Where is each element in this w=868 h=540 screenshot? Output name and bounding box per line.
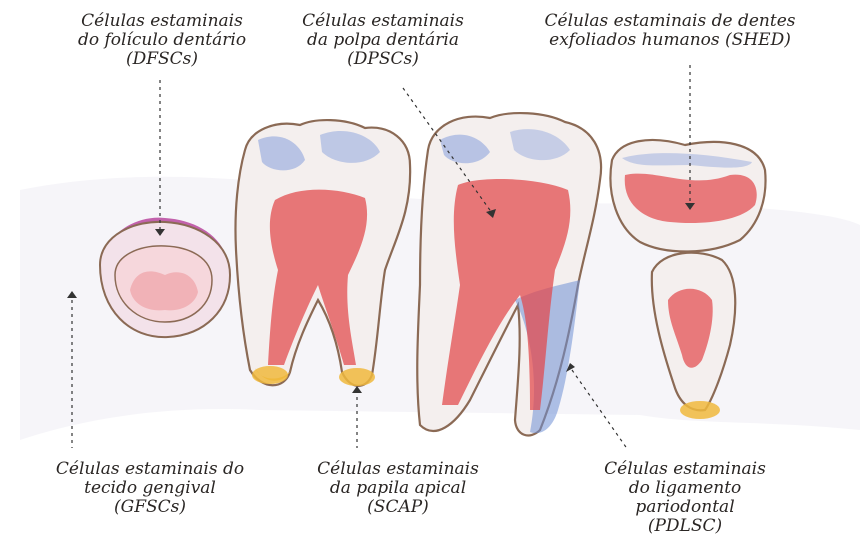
label-dpsc-line-3: (DPSCs)	[278, 50, 488, 69]
label-shed-line-2: exfoliados humanos (SHED)	[500, 31, 840, 50]
label-dfsc: Células estaminais do folículo dentário …	[52, 12, 272, 69]
label-dfsc-line-1: Células estaminais	[52, 12, 272, 31]
label-scap: Células estaminais da papila apical (SCA…	[288, 460, 508, 517]
label-scap-line-3: (SCAP)	[288, 498, 508, 517]
label-gfsc-line-1: Células estaminais do	[30, 460, 270, 479]
label-pdlsc-line-2: do ligamento	[580, 479, 790, 498]
label-dpsc: Células estaminais da polpa dentária (DP…	[278, 12, 488, 69]
label-pdlsc-line-1: Células estaminais	[580, 460, 790, 479]
label-gfsc: Células estaminais do tecido gengival (G…	[30, 460, 270, 517]
label-dpsc-line-1: Células estaminais	[278, 12, 488, 31]
label-pdlsc-line-4: (PDLSC)	[580, 517, 790, 536]
label-gfsc-line-3: (GFSCs)	[30, 498, 270, 517]
tooth-bud-with-follicle	[100, 218, 230, 337]
label-dpsc-line-2: da polpa dentária	[278, 31, 488, 50]
label-dfsc-line-2: do folículo dentário	[52, 31, 272, 50]
label-pdlsc-line-3: pariodontal	[580, 498, 790, 517]
label-pdlsc: Células estaminais do ligamento pariodon…	[580, 460, 790, 536]
label-gfsc-line-2: tecido gengival	[30, 479, 270, 498]
label-scap-line-1: Células estaminais	[288, 460, 508, 479]
label-shed-line-1: Células estaminais de dentes	[500, 12, 840, 31]
label-shed: Células estaminais de dentes exfoliados …	[500, 12, 840, 50]
label-scap-line-2: da papila apical	[288, 479, 508, 498]
label-dfsc-line-3: (DFSCs)	[52, 50, 272, 69]
